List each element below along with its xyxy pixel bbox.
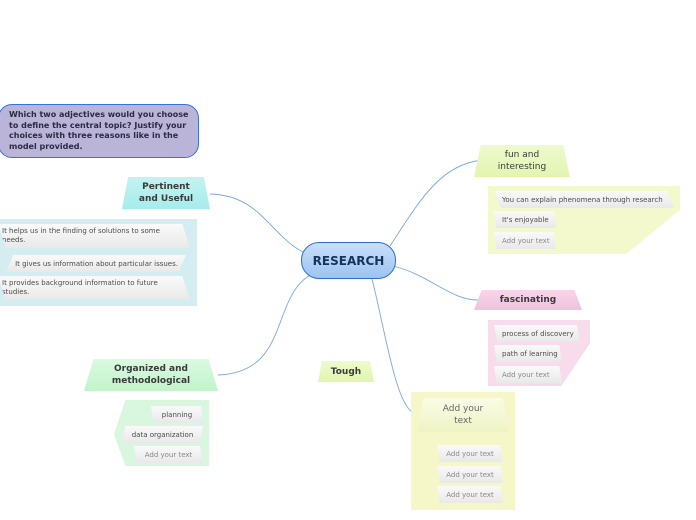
addtext-subtopic-panel: Add your text Add your text Add your tex… — [411, 392, 515, 510]
list-item[interactable]: Add your text — [494, 366, 562, 383]
link-organized — [217, 274, 311, 376]
list-item[interactable]: It provides background information to fu… — [0, 276, 190, 300]
central-topic[interactable]: RESEARCH — [301, 242, 396, 279]
topic-fun[interactable]: fun and interesting — [474, 145, 570, 177]
fun-subtopic-panel: You can explain phenomena through resear… — [488, 186, 680, 254]
topic-organized[interactable]: Organized and methodological — [84, 359, 218, 391]
list-item[interactable]: Add your text — [134, 446, 203, 463]
list-item[interactable]: Add your text — [437, 445, 503, 462]
list-item[interactable]: data organization — [122, 426, 203, 443]
topic-fascinating[interactable]: fascinating — [474, 290, 582, 310]
fascinating-subtopic-panel: process of discovery path of learning Ad… — [488, 320, 590, 386]
topic-tough[interactable]: Tough — [318, 361, 374, 382]
list-item[interactable]: You can explain phenomena through resear… — [494, 191, 674, 208]
list-item[interactable]: path of learning — [494, 345, 562, 362]
prompt-callout[interactable]: Which two adjectives would you choose to… — [0, 104, 199, 158]
list-item[interactable]: Add your text — [437, 486, 503, 503]
topic-pertinent[interactable]: Pertinent and Useful — [122, 177, 210, 209]
link-addtext — [371, 278, 413, 413]
topic-addtext[interactable]: Add your text — [417, 398, 509, 432]
list-item[interactable]: planning — [151, 406, 203, 423]
list-item[interactable]: Add your text — [437, 466, 503, 483]
list-item[interactable]: It's enjoyable — [494, 211, 556, 228]
list-item[interactable]: process of discovery — [494, 325, 580, 342]
organized-subtopic-panel: planning data organization Add your text — [114, 400, 209, 466]
list-item[interactable]: Add your text — [494, 232, 556, 249]
link-fascinating — [392, 265, 479, 301]
link-fun — [389, 159, 483, 247]
pertinent-subtopic-panel: It helps us in the finding of solutions … — [0, 219, 197, 306]
list-item[interactable]: It helps us in the finding of solutions … — [0, 224, 190, 248]
link-pertinent — [209, 193, 304, 253]
list-item[interactable]: It gives us information about particular… — [6, 255, 186, 272]
